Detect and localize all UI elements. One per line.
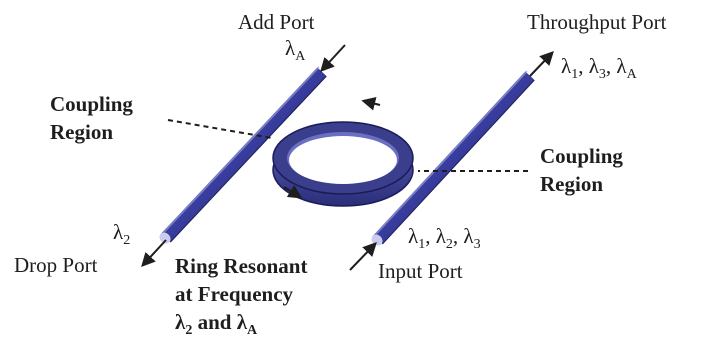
throughput-port-arrow [529,50,554,77]
ring-resonant-line1: Ring Resonant [175,254,308,278]
ring-circulation-arrow-top [361,96,381,111]
ring-resonator [272,121,414,207]
drop-port-label: Drop Port [14,253,98,277]
drop-port-wavelength: λ2 [113,220,131,248]
add-port-label: Add Port [238,10,315,34]
input-port-arrow [349,241,377,271]
drop-port-arrow [141,239,167,268]
coupling-region-right-line1: Coupling [540,144,623,168]
throughput-port-wavelengths: λ1, λ3, λA [561,54,637,82]
ring-resonant-line3: λ2 and λA [175,310,258,338]
left-waveguide [159,66,327,244]
coupling-region-left-line2: Region [50,120,113,144]
throughput-port-label: Throughput Port [527,10,667,34]
ring-circulation-arrow-bottom [283,185,303,199]
ring-resonant-line2: at Frequency [175,282,294,306]
right-waveguide [371,70,535,246]
add-port-arrow [320,44,346,73]
input-port-wavelengths: λ1, λ2, λ3 [408,224,481,252]
add-port-wavelength: λA [285,36,306,64]
coupling-region-left-line1: Coupling [50,92,133,116]
input-port-label: Input Port [378,259,463,283]
coupling-region-right-line2: Region [540,172,603,196]
